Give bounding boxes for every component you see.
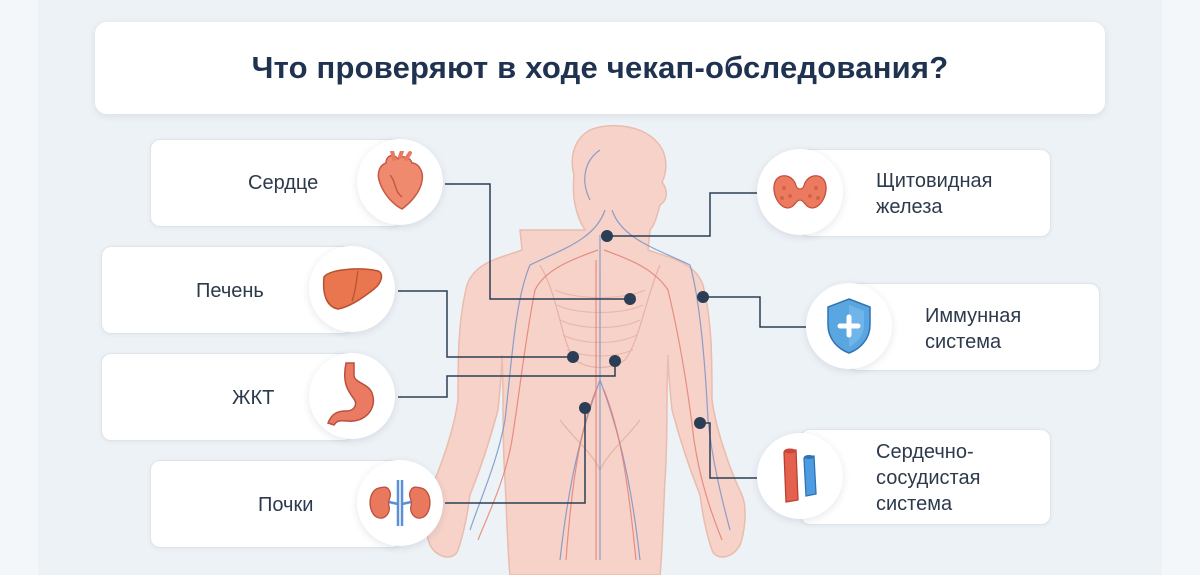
kidneys-label: Почки — [258, 494, 314, 516]
heart-dot — [624, 293, 636, 305]
connector-dots — [567, 230, 709, 429]
card-thyroid: Щитовидная железа — [800, 149, 1051, 237]
cardio-label-line1: Сердечно- — [876, 441, 974, 463]
shield-icon — [806, 283, 892, 369]
heart-label: Сердце — [248, 172, 319, 194]
immune-connector — [703, 296, 806, 328]
body-silhouette — [424, 124, 746, 575]
kidneys-icon — [357, 460, 443, 546]
stomach-icon — [309, 353, 395, 439]
gi-dot — [609, 355, 621, 367]
cardio-dot — [694, 417, 706, 429]
blood-vessels-icon — [757, 433, 843, 519]
gi-connector — [398, 361, 616, 398]
kidneys-connector — [445, 408, 586, 504]
thyroid-connector — [607, 192, 757, 237]
thyroid-dot — [601, 230, 613, 242]
cardio-label-line2: сосудистая — [876, 467, 981, 489]
heart-icon — [357, 139, 443, 225]
liver-icon — [309, 246, 395, 332]
immune-dot — [697, 291, 709, 303]
thyroid-label-line2: железа — [876, 196, 943, 218]
gi-label: ЖКТ — [232, 387, 275, 409]
liver-connector — [398, 290, 573, 358]
connector-lines — [398, 183, 806, 504]
thyroid-label-line1: Щитовидная — [876, 170, 993, 192]
cardio-label-line3: система — [876, 493, 953, 515]
page-title: Что проверяют в ходе чекап-обследования? — [251, 50, 949, 85]
kidneys-dot — [579, 402, 591, 414]
heart-connector — [445, 183, 630, 300]
liver-label: Печень — [196, 280, 264, 302]
immune-label-line2: система — [925, 331, 1002, 353]
title-card: Что проверяют в ходе чекап-обследования? — [95, 22, 1105, 114]
thyroid-icon — [757, 149, 843, 235]
immune-label-line1: Иммунная — [925, 305, 1022, 327]
liver-dot — [567, 351, 579, 363]
